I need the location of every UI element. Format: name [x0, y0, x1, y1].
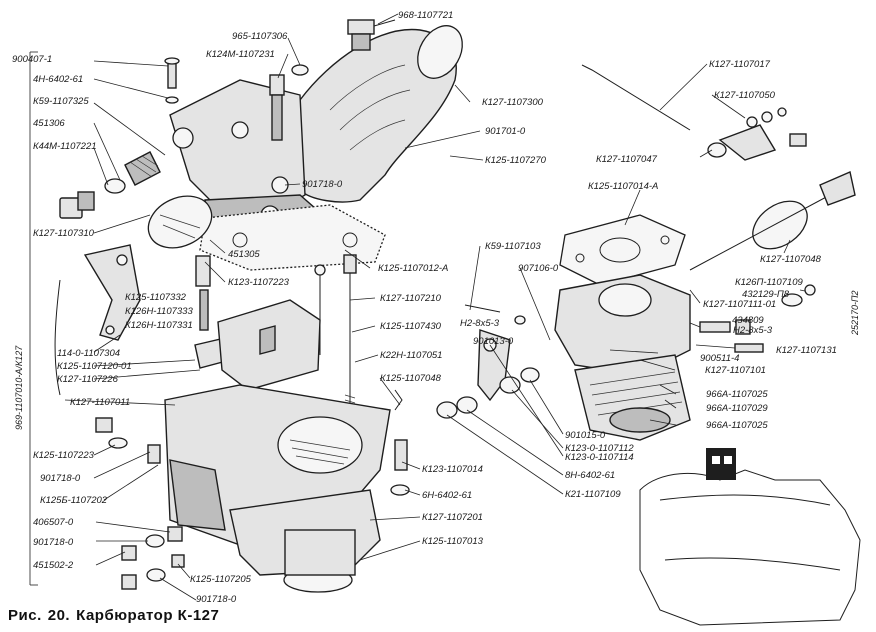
- assembly-number-label: 969-1107010-А/К127: [14, 345, 24, 430]
- part-label: 252170-П2: [850, 290, 860, 336]
- part-label: К127-1107101: [705, 365, 766, 376]
- pump-housing: [554, 274, 691, 441]
- fuel-filter-spring: [104, 151, 161, 194]
- float: [217, 299, 321, 391]
- caption-number: 20.: [47, 607, 71, 624]
- part-label: К127-1107050: [714, 90, 776, 101]
- part-label: К123-1107014: [422, 464, 483, 475]
- throttle-disc: [689, 171, 856, 271]
- figure-caption: Рис. 20. Карбюратор К-127: [8, 607, 225, 624]
- part-label: К125-1107223: [33, 450, 95, 461]
- part-label: 114-0-1107304: [57, 348, 120, 359]
- part-label: К127-1107226: [57, 374, 119, 385]
- part-label: К125-1107120-01: [57, 361, 132, 372]
- part-label: 6Н-6402-61: [422, 490, 472, 501]
- part-label: К125-1107013: [422, 536, 484, 547]
- part-label: 406507-0: [33, 517, 74, 528]
- part-label: 901718-0: [302, 179, 343, 190]
- part-label: К59-1107103: [485, 241, 541, 252]
- part-label: К124М-1107231: [206, 49, 275, 60]
- part-label: К123-0-1107114: [565, 452, 634, 463]
- accelerator-pump-lever: [54, 244, 141, 396]
- assembly-bracket: [29, 51, 38, 586]
- part-label: К125-1107048: [380, 373, 442, 384]
- part-label: 451306: [33, 118, 65, 129]
- part-label: К127-1107047: [596, 154, 658, 165]
- leader-lines: [64, 13, 806, 601]
- part-label: К125-1107205: [190, 574, 252, 585]
- part-label: К127-1107048: [760, 254, 822, 265]
- part-label: 966А-1107025: [706, 420, 768, 431]
- part-label: 901718-0: [196, 594, 237, 605]
- part-label: К125Б-1107202: [40, 495, 108, 506]
- engine-location-thumbnail: [639, 448, 861, 626]
- cover-gasket: [199, 204, 386, 271]
- part-label: К21-1107109: [565, 489, 621, 500]
- part-label: К126П-1107109: [735, 277, 803, 288]
- part-label: К127-1107011: [70, 397, 130, 408]
- part-label: 901013-0: [473, 336, 514, 347]
- part-label: К126Н-1107333: [125, 306, 193, 317]
- part-label: 966А-1107029: [706, 403, 768, 414]
- part-label: 901701-0: [485, 126, 526, 137]
- top-fitting-screw: [347, 19, 396, 51]
- part-label: Н2-8х5-3: [460, 318, 500, 329]
- part-label: 901015-0: [565, 430, 606, 441]
- part-label: 900407-1: [12, 54, 52, 65]
- part-label: 966А-1107025: [706, 389, 768, 400]
- part-label: 968-1107721: [398, 10, 453, 21]
- part-label: К127-1107310: [33, 228, 95, 239]
- part-label: 451502-2: [33, 560, 74, 571]
- part-label: К125-1107332: [125, 292, 187, 303]
- air-inlet-pipe: [299, 25, 463, 203]
- body-screw: [390, 389, 410, 496]
- caption-title: Карбюратор К-127: [76, 607, 220, 624]
- part-label: К127-1107111-01: [703, 299, 776, 310]
- part-label: К125-1107270: [485, 155, 547, 166]
- part-label: 901718-0: [40, 473, 81, 484]
- part-label: К125-1107012-А: [378, 263, 448, 274]
- part-label: 907106-0: [518, 263, 559, 274]
- part-label: К123-0-1107112: [565, 443, 634, 454]
- part-label: К127-1107201: [422, 512, 483, 523]
- part-label: К127-1107131: [776, 345, 837, 356]
- part-label: К59-1107325: [33, 96, 89, 107]
- part-label: К125-1107430: [380, 321, 442, 332]
- part-label: К127-1107210: [380, 293, 442, 304]
- air-damper-disc: [147, 195, 213, 249]
- part-label: 8Н-6402-61: [565, 470, 615, 481]
- part-label: К126Н-1107331: [125, 320, 193, 331]
- throttle-shaft-rod: [581, 64, 691, 131]
- part-label: 451305: [228, 249, 260, 260]
- throttle-flange-gasket: [559, 214, 686, 286]
- part-label: 965-1107306: [232, 31, 288, 42]
- part-label: К22Н-1107051: [380, 350, 442, 361]
- part-label: К123-1107223: [228, 277, 290, 288]
- part-label: 434809: [732, 315, 764, 326]
- part-label: К127-1107017: [709, 59, 771, 70]
- caption-prefix: Рис.: [8, 607, 42, 624]
- part-label: 901718-0: [33, 537, 74, 548]
- part-label: К127-1107300: [482, 97, 544, 108]
- part-label: К44М-1107221: [33, 141, 97, 152]
- part-label: 900511-4: [700, 353, 739, 364]
- part-label: К125-1107014-А: [588, 181, 658, 192]
- part-label: Н2-8х5-3: [733, 325, 773, 336]
- pump-rods: [314, 254, 357, 420]
- part-label: 432129-П8: [742, 289, 790, 300]
- part-label: 4Н-6402-61: [33, 74, 83, 85]
- fuel-inlet-plug: [59, 191, 95, 219]
- mixing-chamber: [229, 489, 381, 593]
- linkage-parts: [707, 107, 807, 161]
